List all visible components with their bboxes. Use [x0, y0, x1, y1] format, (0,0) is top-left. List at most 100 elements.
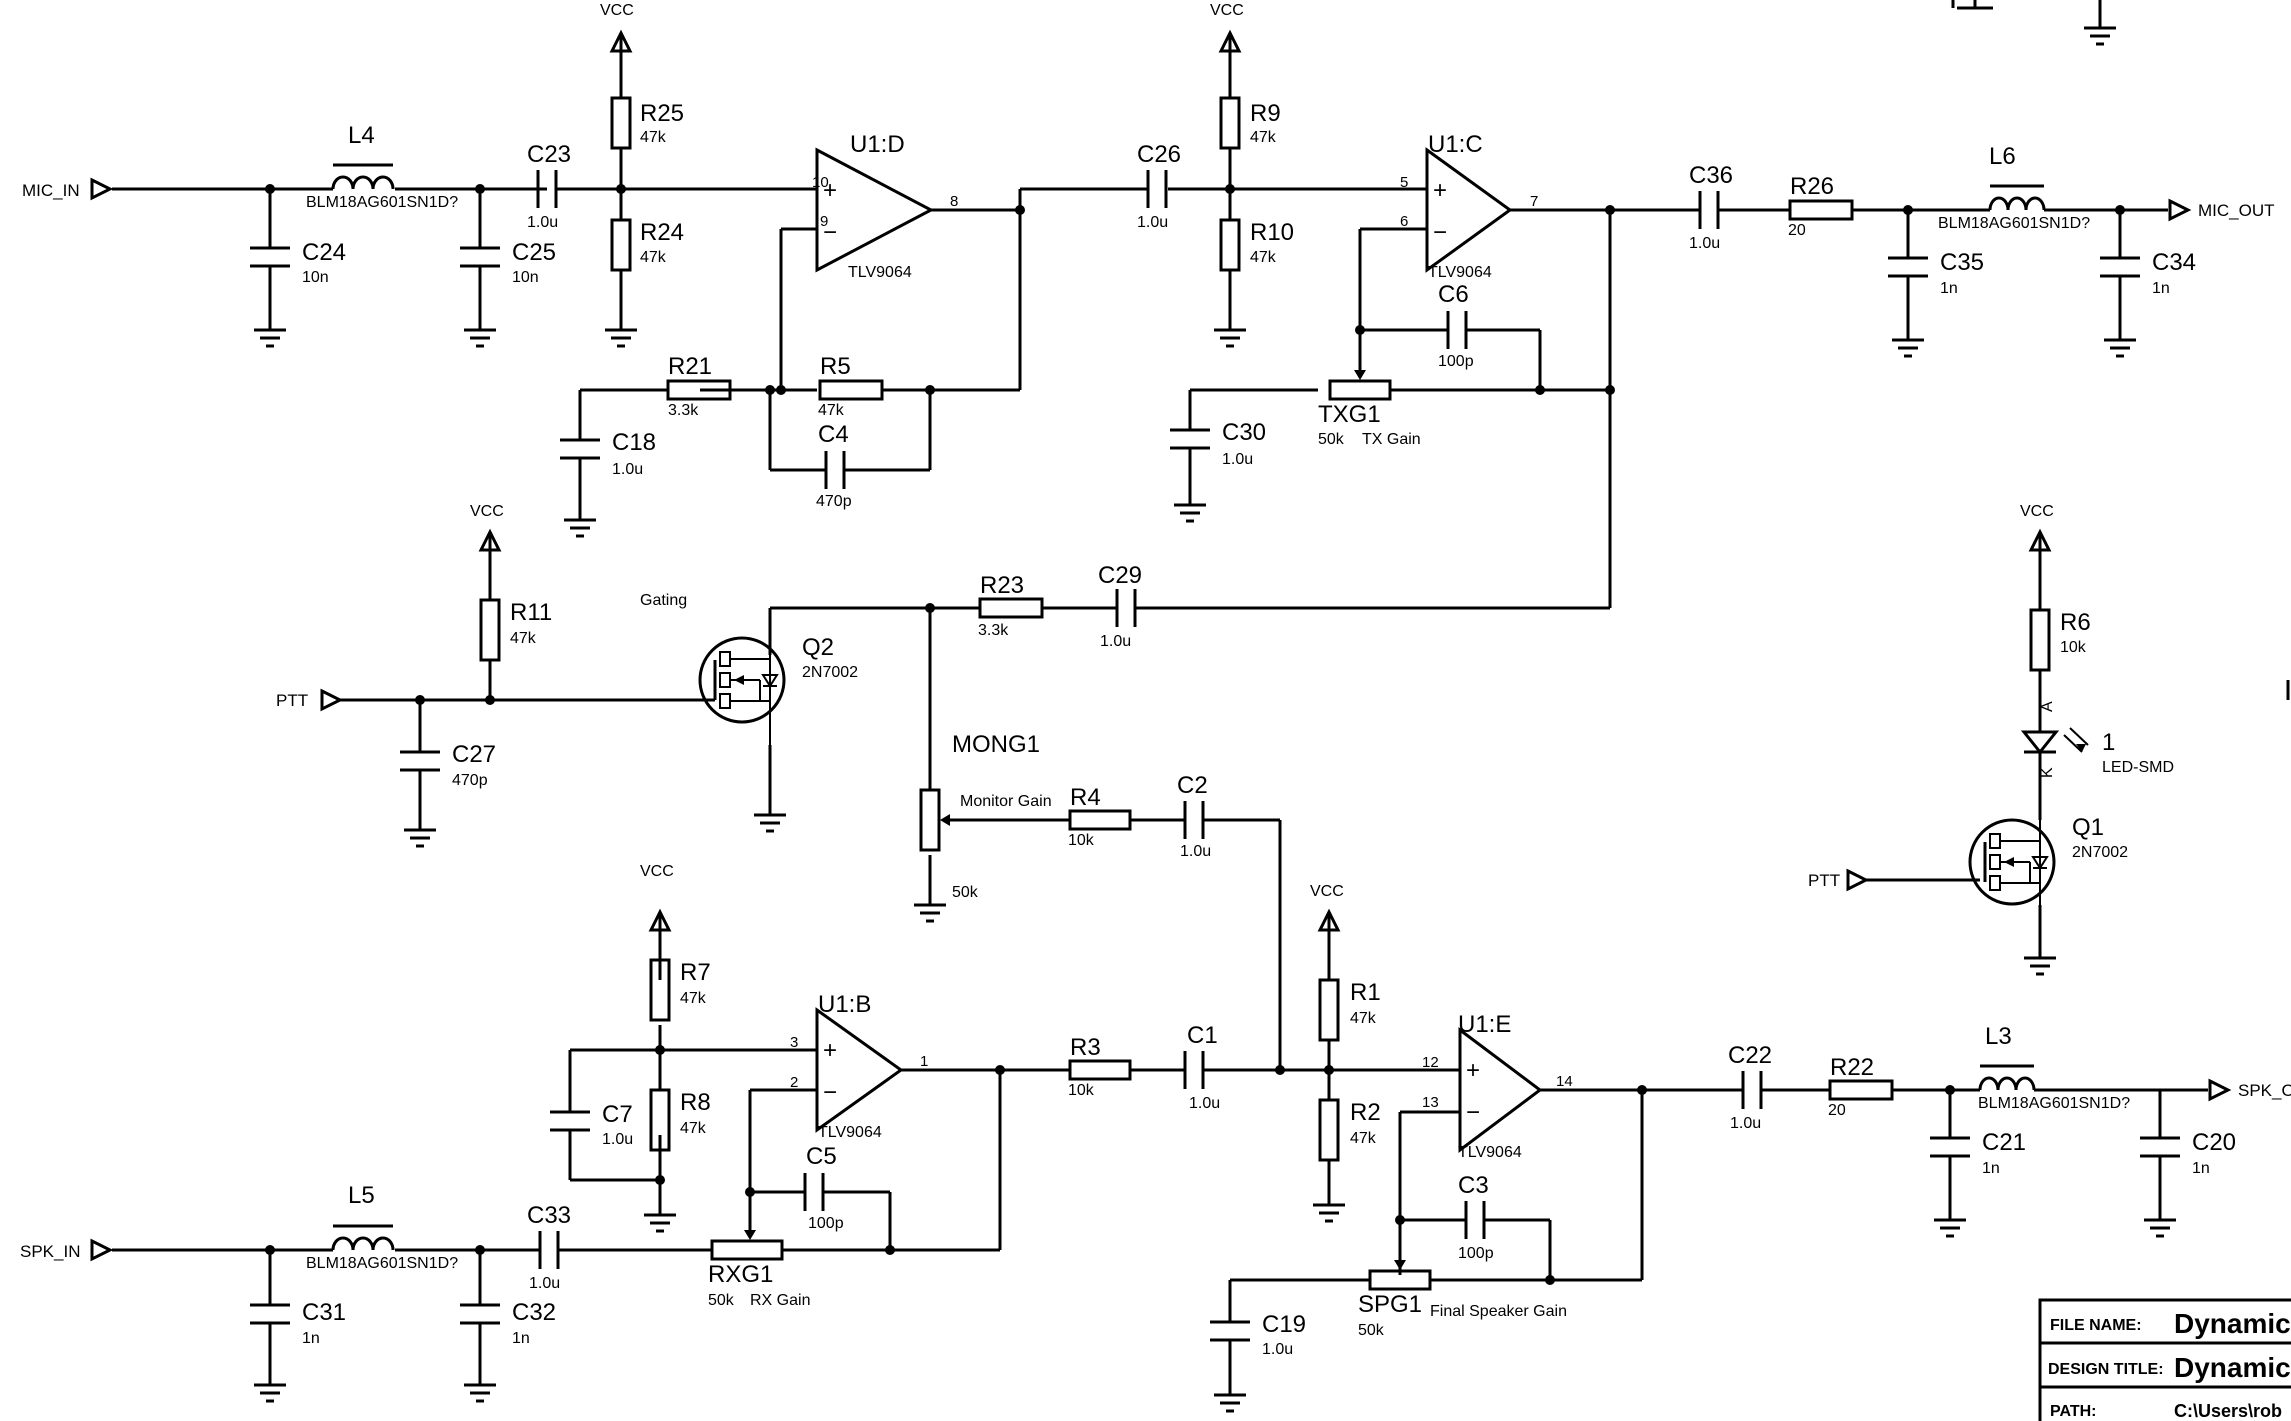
svg-text:VCC: VCC [640, 863, 674, 880]
svg-text:C31: C31 [302, 1299, 346, 1326]
svg-text:100p: 100p [1458, 1245, 1494, 1262]
svg-text:9: 9 [820, 213, 828, 230]
svg-text:TLV9064: TLV9064 [1458, 1144, 1522, 1161]
svg-text:−: − [823, 219, 837, 246]
resistor-r2: R2 47k [1318, 1098, 1381, 1162]
path-label: PATH: [2050, 1403, 2097, 1420]
svg-text:VCC: VCC [1210, 2, 1244, 19]
capacitor-c5: C5 100p [803, 1143, 844, 1232]
svg-text:47k: 47k [1350, 1010, 1377, 1027]
svg-text:1: 1 [920, 1053, 928, 1070]
svg-text:20: 20 [1828, 1102, 1846, 1119]
svg-text:C19: C19 [1262, 1311, 1306, 1338]
file-name-label: FILE NAME: [2050, 1317, 2142, 1334]
svg-text:1n: 1n [302, 1330, 320, 1347]
svg-text:VCC: VCC [600, 2, 634, 19]
svg-text:10n: 10n [302, 269, 329, 286]
svg-text:2: 2 [790, 1074, 798, 1091]
capacitor-c25: C25 10n [460, 239, 556, 286]
svg-text:47k: 47k [510, 630, 537, 647]
svg-text:C23: C23 [527, 141, 571, 168]
svg-text:R21: R21 [668, 353, 712, 380]
mosfet-q1: Q1 2N7002 [1968, 814, 2128, 906]
svg-text:SPG1: SPG1 [1358, 1291, 1422, 1318]
port-ptt-left: PTT [276, 688, 344, 712]
svg-text:TLV9064: TLV9064 [818, 1124, 882, 1141]
capacitor-c18: C18 1.0u [560, 429, 656, 478]
svg-text:1.0u: 1.0u [602, 1131, 633, 1148]
svg-text:C21: C21 [1982, 1129, 2026, 1156]
svg-text:50k: 50k [1358, 1322, 1385, 1339]
capacitor-c1: C1 1.0u [1183, 1022, 1220, 1112]
port-spk-out: SPK_O [2208, 1078, 2291, 1102]
svg-text:1n: 1n [2152, 280, 2170, 297]
port-label: MIC_IN [22, 181, 80, 200]
svg-text:TLV9064: TLV9064 [848, 264, 912, 281]
svg-text:47k: 47k [640, 129, 667, 146]
svg-text:14: 14 [1556, 1073, 1573, 1090]
svg-text:1n: 1n [1982, 1160, 2000, 1177]
svg-text:1.0u: 1.0u [1730, 1115, 1761, 1132]
svg-text:1.0u: 1.0u [1262, 1341, 1293, 1358]
svg-text:K: K [2039, 767, 2056, 778]
vcc-supply: VCC [640, 863, 674, 932]
svg-text:8: 8 [950, 193, 958, 210]
resistor-r11: R11 47k [479, 598, 552, 662]
resistor-r8: R8 47k [649, 1088, 711, 1152]
svg-text:+: + [823, 177, 837, 204]
opamp-u1c: U1:C + − 5 6 7 TLV9064 [1400, 131, 1538, 281]
svg-text:U1:D: U1:D [850, 131, 905, 158]
svg-text:1.0u: 1.0u [1222, 451, 1253, 468]
svg-text:C34: C34 [2152, 249, 2196, 276]
resistor-r22: R22 20 [1828, 1054, 1894, 1119]
svg-text:470p: 470p [816, 493, 852, 510]
svg-text:RXG1: RXG1 [708, 1261, 773, 1288]
svg-text:L3: L3 [1985, 1023, 2012, 1050]
led-1: A K 1 LED-SMD [2020, 701, 2174, 778]
svg-text:5: 5 [1400, 174, 1408, 191]
port-label: SPK_O [2238, 1081, 2291, 1100]
resistor-r26: R26 20 [1788, 173, 1854, 239]
design-title-label: DESIGN TITLE: [2048, 1361, 2164, 1378]
port-mic-in: MIC_IN [22, 177, 114, 201]
junctions [265, 184, 2125, 1285]
capacitor-c26: C26 1.0u [1137, 141, 1181, 231]
svg-text:1n: 1n [512, 1330, 530, 1347]
design-title-value: Dynamic [2174, 1352, 2291, 1383]
svg-text:47k: 47k [640, 249, 667, 266]
capacitor-c20: C20 1n [2140, 1129, 2236, 1177]
svg-text:47k: 47k [1350, 1130, 1377, 1147]
svg-text:VCC: VCC [1310, 883, 1344, 900]
svg-text:100p: 100p [1438, 353, 1474, 370]
svg-text:RX Gain: RX Gain [750, 1292, 810, 1309]
svg-text:1.0u: 1.0u [1189, 1095, 1220, 1112]
capacitor-c23: C23 1.0u [480, 141, 571, 231]
opamp-u1b: U1:B + − 3 2 1 TLV9064 [790, 991, 928, 1141]
svg-text:1n: 1n [2192, 1160, 2210, 1177]
svg-text:50k: 50k [708, 1292, 735, 1309]
svg-text:10n: 10n [512, 269, 539, 286]
svg-text:R10: R10 [1250, 219, 1294, 246]
svg-text:Final Speaker Gain: Final Speaker Gain [1430, 1303, 1567, 1320]
resistor-r3: R3 10k [1068, 1034, 1132, 1099]
svg-text:C35: C35 [1940, 249, 1984, 276]
resistor-r7: R7 47k [649, 958, 711, 1022]
svg-text:BLM18AG601SN1D?: BLM18AG601SN1D? [306, 1255, 458, 1272]
port-label: SPK_IN [20, 1242, 80, 1261]
svg-text:C20: C20 [2192, 1129, 2236, 1156]
svg-text:C3: C3 [1458, 1172, 1489, 1199]
svg-text:R5: R5 [820, 353, 851, 380]
svg-text:MONG1: MONG1 [952, 731, 1040, 758]
capacitor-c30: C30 1.0u [1170, 419, 1266, 468]
svg-text:2N7002: 2N7002 [802, 664, 858, 681]
svg-text:L6: L6 [1989, 143, 2016, 170]
svg-text:A: A [2039, 701, 2056, 712]
svg-text:C24: C24 [302, 239, 346, 266]
svg-text:R24: R24 [640, 219, 684, 246]
resistor-r23: R23 3.3k [978, 572, 1044, 639]
svg-text:C30: C30 [1222, 419, 1266, 446]
title-block: FILE NAME: Dynamic DESIGN TITLE: Dynamic… [2038, 1298, 2291, 1421]
svg-text:2N7002: 2N7002 [2072, 844, 2128, 861]
svg-text:10k: 10k [1068, 1082, 1095, 1099]
port-label: MIC_OUT [2198, 201, 2275, 220]
